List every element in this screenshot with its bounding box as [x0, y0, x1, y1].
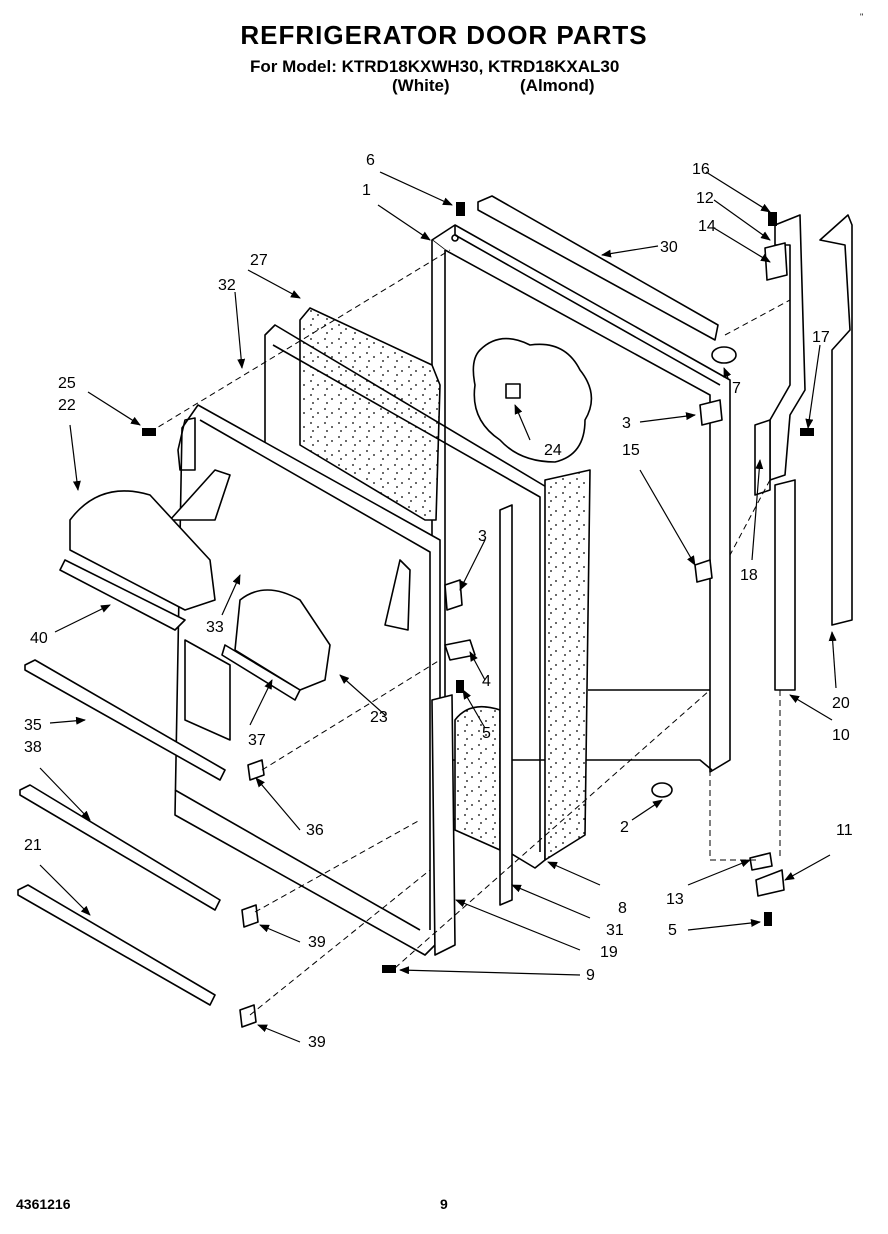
insulation-side [544, 469, 591, 861]
callout-11: 11 [836, 822, 853, 839]
callout-36: 36 [306, 822, 324, 839]
corner-mark: " [860, 12, 864, 22]
callout-33: 33 [206, 619, 224, 636]
callout-40: 40 [30, 630, 48, 647]
trim-bar [774, 479, 796, 691]
doc-number: 4361216 [16, 1196, 71, 1212]
shelf-bar-3 [17, 884, 216, 1006]
seal-strip [819, 214, 853, 626]
callout-39a: 39 [308, 934, 326, 951]
callout-15: 15 [622, 442, 640, 459]
callout-21: 21 [24, 837, 42, 854]
page-number: 9 [440, 1196, 448, 1212]
callout-4: 4 [482, 673, 491, 690]
model-line: For Model: KTRD18KXWH30, KTRD18KXAL30 [250, 57, 620, 76]
callout-13: 13 [666, 891, 684, 908]
callout-3a: 3 [622, 415, 631, 432]
callout-19: 19 [600, 944, 618, 961]
callout-25: 25 [58, 375, 76, 392]
callout-30: 30 [660, 239, 678, 256]
callout-17: 17 [812, 329, 830, 346]
door-handle [431, 694, 456, 956]
variant-white: (White) [392, 76, 450, 95]
shelf-bar-1 [24, 659, 226, 781]
callout-5a: 5 [482, 725, 491, 742]
callout-32: 32 [218, 277, 236, 294]
butter-door [234, 589, 331, 691]
callout-18: 18 [740, 567, 758, 584]
dairy-door [69, 490, 216, 611]
top-trim [477, 195, 719, 341]
callout-14: 14 [698, 218, 716, 235]
callout-6: 6 [366, 152, 375, 169]
shelf-bar-2 [19, 784, 221, 911]
callout-2: 2 [620, 819, 629, 836]
callout-10: 10 [832, 727, 850, 744]
callout-27: 27 [250, 252, 268, 269]
callout-39b: 39 [308, 1034, 326, 1051]
callout-16: 16 [692, 161, 710, 178]
callout-8: 8 [618, 900, 627, 917]
variant-almond: (Almond) [520, 76, 595, 95]
callout-24: 24 [544, 442, 562, 459]
callout-38: 38 [24, 739, 42, 756]
callout-1: 1 [362, 182, 371, 199]
callout-20: 20 [832, 695, 850, 712]
callout-12: 12 [696, 190, 714, 207]
cutaway-cloud [472, 337, 593, 463]
callout-3b: 3 [478, 528, 487, 545]
callout-9: 9 [586, 967, 595, 984]
callout-numbers: 6 1 30 27 32 25 22 24 7 3 15 16 12 14 17… [24, 152, 853, 1051]
callout-23: 23 [370, 709, 388, 726]
breaker-strip [499, 504, 513, 906]
callout-35: 35 [24, 717, 42, 734]
callout-7: 7 [732, 380, 741, 397]
screws [142, 202, 814, 973]
callout-5b: 5 [668, 922, 677, 939]
callout-22: 22 [58, 397, 76, 414]
page-title: REFRIGERATOR DOOR PARTS [240, 20, 648, 50]
callout-31: 31 [606, 922, 624, 939]
callout-37: 37 [248, 732, 266, 749]
